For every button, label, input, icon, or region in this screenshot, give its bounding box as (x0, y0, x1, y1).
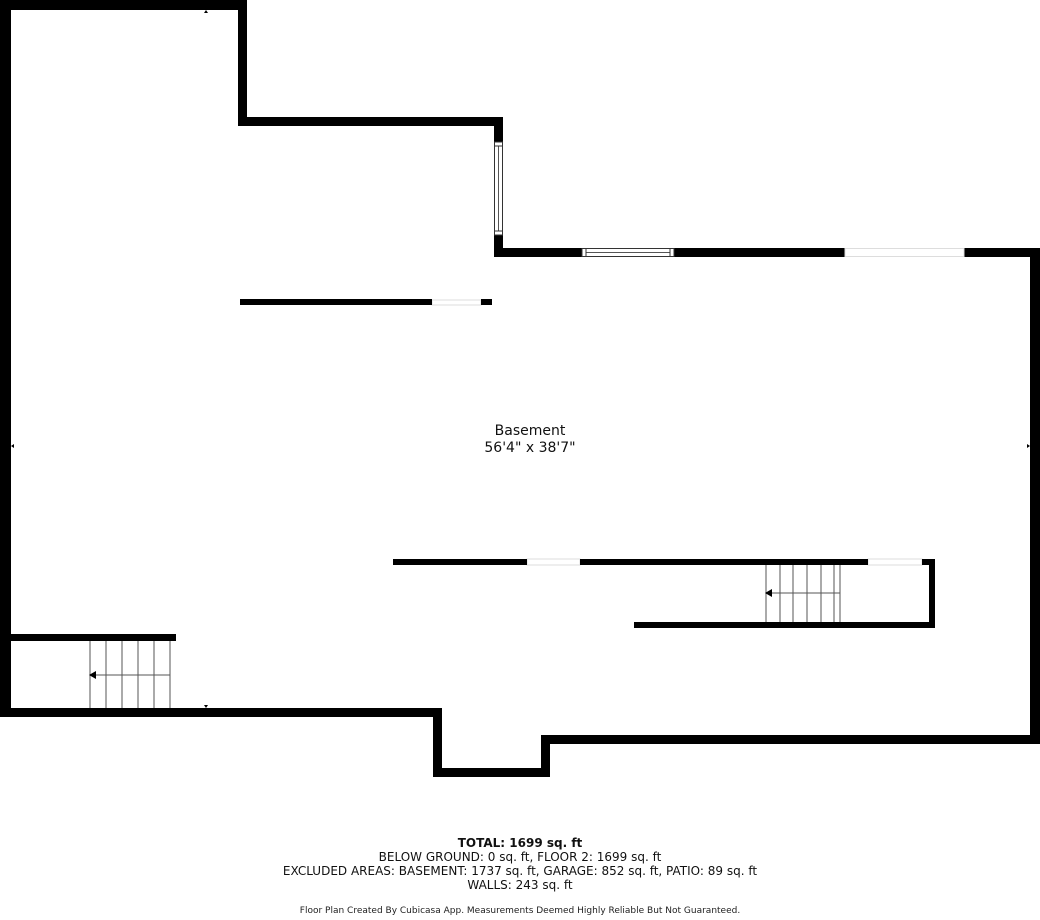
total-area: TOTAL: 1699 sq. ft (457, 836, 583, 850)
interior-walls (0, 299, 935, 641)
stairs-right (765, 565, 841, 622)
stair-arrow-icon (89, 671, 96, 679)
dimension-markers (11, 10, 1030, 708)
walls-area: WALLS: 243 sq. ft (467, 878, 573, 892)
room-dimensions: 56'4" x 38'7" (484, 440, 576, 456)
excluded-areas: EXCLUDED AREAS: BASEMENT: 1737 sq. ft, G… (282, 864, 758, 878)
area-summary: TOTAL: 1699 sq. ft BELOW GROUND: 0 sq. f… (0, 836, 1040, 892)
room-name: Basement (494, 423, 566, 439)
door-openings (431, 248, 965, 566)
below-ground-area: BELOW GROUND: 0 sq. ft, FLOOR 2: 1699 sq… (378, 850, 662, 864)
room-label-basement: Basement 56'4" x 38'7" (430, 423, 630, 457)
windows (494, 141, 675, 257)
exterior-walls (0, 0, 1040, 777)
stair-arrow-icon (765, 589, 772, 597)
stairs-left (89, 641, 171, 708)
floor-plan (0, 0, 1040, 777)
disclaimer: Floor Plan Created By Cubicasa App. Meas… (299, 906, 741, 916)
